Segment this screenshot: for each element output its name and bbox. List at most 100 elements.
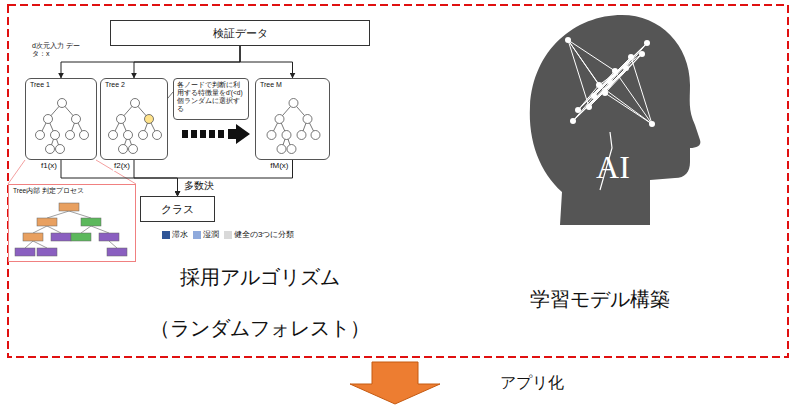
tree-box: Tree 2	[100, 78, 168, 160]
legend: 滞水 湿潤健全の3つに分類	[162, 229, 294, 240]
network-line	[573, 96, 594, 121]
inset-decision-box	[23, 233, 43, 241]
legend-text: 湿潤	[203, 229, 219, 240]
inset-decision-box	[51, 233, 71, 241]
network-line	[568, 40, 615, 71]
tree-node	[277, 145, 286, 154]
tree-node	[119, 145, 128, 154]
inset-branch	[33, 241, 47, 248]
network-dot	[591, 93, 597, 99]
tree-node	[145, 115, 154, 124]
inset-branch	[81, 226, 91, 233]
node-text: Tree内部 判定プロセス	[13, 187, 131, 195]
inset-branch	[109, 241, 117, 248]
tree-node	[297, 131, 306, 140]
legend-swatch	[193, 231, 201, 239]
tree-box: Tree 1	[25, 78, 97, 160]
tree-node	[44, 115, 53, 124]
tree-node	[109, 131, 118, 140]
network-dot	[639, 51, 645, 57]
tree-node	[56, 145, 65, 154]
tree-node	[129, 145, 138, 154]
tree-node	[282, 131, 291, 140]
dotted-arrow	[182, 124, 250, 144]
zoom-line	[8, 160, 25, 184]
network-dot	[644, 40, 650, 46]
connector	[134, 160, 178, 196]
input-note: d次元入力 データ：x	[32, 42, 90, 59]
tree-node	[51, 131, 60, 140]
edge-label: fM(x)	[269, 162, 289, 171]
inset-branch	[47, 226, 61, 233]
tree-node	[131, 99, 140, 108]
connector	[61, 46, 240, 78]
tree-node	[80, 131, 89, 140]
network-line	[578, 85, 599, 110]
tree-node	[275, 115, 284, 124]
network-line	[599, 54, 642, 85]
legend-item: 湿潤	[193, 229, 219, 240]
caption: （ランダムフォレスト）	[140, 316, 380, 340]
inset-decision-box	[81, 218, 101, 226]
dash-block	[200, 130, 206, 138]
arrow-head	[228, 124, 250, 144]
tree-node	[124, 131, 133, 140]
legend-item: 健全の3つに分類	[224, 229, 294, 240]
tree-node	[117, 115, 126, 124]
connector	[134, 46, 240, 78]
tree-node	[139, 131, 148, 140]
tree-node	[36, 131, 45, 140]
inset-branch	[33, 226, 47, 233]
node-text: クラス	[161, 202, 194, 217]
edge-label: f1(x)	[40, 162, 58, 171]
tree-node	[267, 131, 276, 140]
dash-block	[209, 130, 215, 138]
inset-decision-box	[37, 218, 57, 226]
legend-item: 滞水	[162, 229, 188, 240]
node-text: Tree 1	[30, 81, 92, 88]
inset-decision-box	[59, 203, 79, 211]
data-box: 検証データ	[110, 20, 370, 46]
tree-node	[303, 115, 312, 124]
inset-decision-box	[37, 248, 57, 256]
network-dot	[602, 90, 608, 96]
network-dot	[612, 68, 618, 74]
tree-node	[46, 145, 55, 154]
network-dot	[649, 121, 655, 127]
network-dot	[570, 118, 576, 124]
dashed-frame	[8, 5, 788, 357]
inset-decision-box	[107, 248, 127, 256]
edge-label: f2(x)	[113, 162, 131, 171]
inset-branch	[91, 226, 109, 233]
tree-node	[72, 115, 81, 124]
inset-decision-box	[99, 233, 119, 241]
callout-box: 各ノードで判断に利用する特徴量をd'(<d)個ランダムに選択する	[173, 78, 249, 120]
network-line	[631, 57, 652, 124]
inset-drawing	[9, 185, 137, 263]
network-line	[568, 40, 605, 93]
inset-box: Tree内部 判定プロセス	[8, 184, 136, 262]
network-line	[605, 93, 652, 124]
network-dot	[628, 54, 634, 60]
vote-label: 多数決	[184, 180, 244, 192]
network-line	[568, 40, 589, 107]
legend-swatch	[162, 231, 170, 239]
caption: 採用アルゴリズム	[170, 265, 350, 289]
network-line	[615, 71, 652, 124]
zoom-line	[96, 160, 136, 184]
step-label: アプリ化	[500, 373, 620, 392]
caption: 学習モデル構築	[500, 287, 700, 311]
connector	[240, 46, 293, 78]
legend-text: 滞水	[172, 229, 188, 240]
node-text: Tree 2	[105, 81, 163, 88]
tree-box: Tree M	[255, 78, 330, 160]
network-dot	[596, 82, 602, 88]
network-dot	[565, 37, 571, 43]
node-text: 検証データ	[213, 26, 268, 41]
network-dot	[586, 104, 592, 110]
network-dot	[575, 107, 581, 113]
tree-drawing	[101, 79, 169, 161]
inset-decision-box	[71, 233, 91, 241]
ai-head-icon	[530, 15, 701, 225]
